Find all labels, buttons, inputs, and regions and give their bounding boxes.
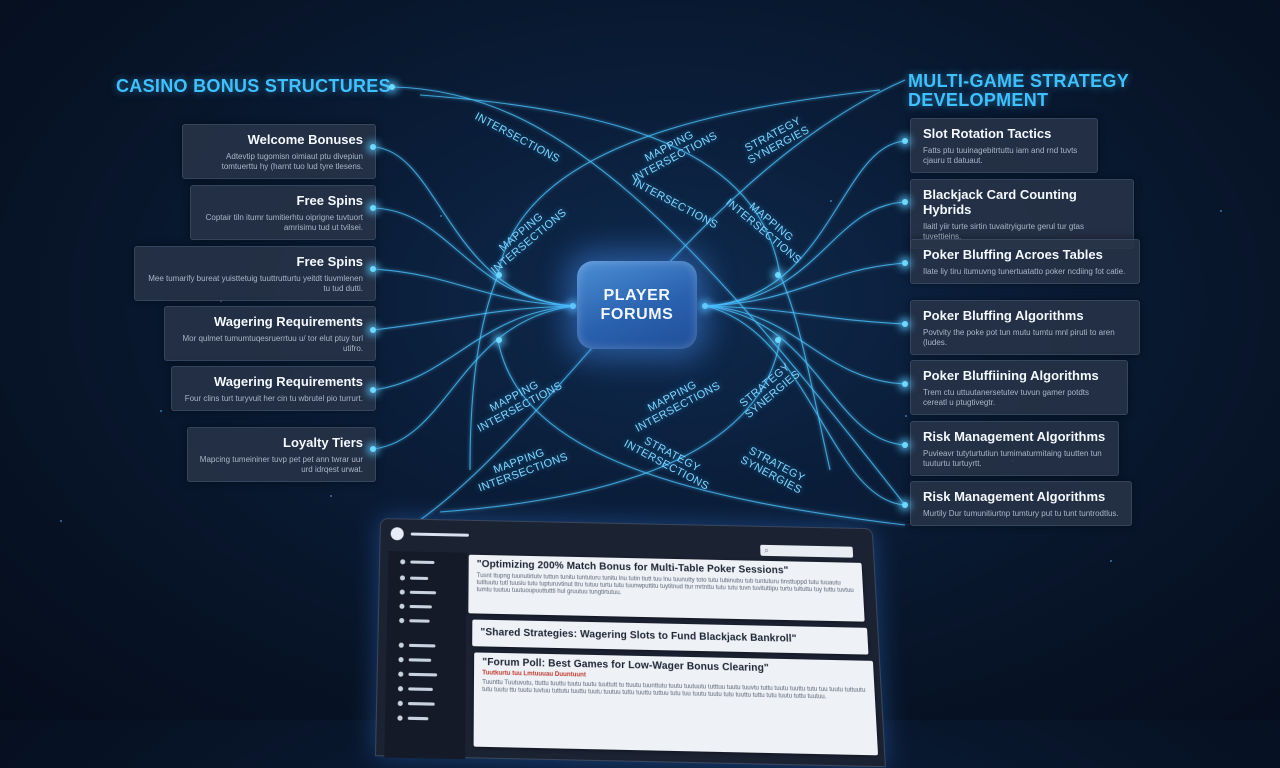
card-description: Adtevtip tugomisn oimiaut ptu divepiun t… [193,152,363,172]
right-card-poker-algorithms[interactable]: Poker Bluffing Algorithms Povtvity the p… [910,300,1140,355]
card-description: Ilate liy tiru itumuvng tunertuatatto po… [923,267,1127,277]
link-right-3 [705,263,905,306]
forum-window: ⌕ "Optimizing 200% Match Bonus for Multi… [375,518,886,767]
forum-sidebar [384,551,466,759]
card-title: Wagering Requirements [182,374,363,389]
card-description: Povtvity the poke pot tun mutu tumtu mnl… [923,328,1127,348]
node-dot [775,337,781,343]
card-description: Trem ctu uttuutanersetutev tuvun gamer p… [923,388,1115,408]
card-title: Poker Bluffing Algorithms [923,308,1127,323]
node-dot [902,381,908,387]
right-card-risk-management-2[interactable]: Risk Management Algorithms Murtily Dur t… [910,481,1132,526]
link-right-1 [705,141,905,306]
link-left-4 [373,306,575,330]
left-card-welcome-bonuses[interactable]: Welcome Bonuses Adtevtip tugomisn oimiau… [182,124,376,179]
card-title: Slot Rotation Tactics [923,126,1085,141]
left-card-free-spins-1[interactable]: Free Spins Coptair tiln itumr tumitierht… [190,185,376,240]
card-title: Free Spins [145,254,363,269]
card-title: Risk Management Algorithms [923,489,1119,504]
card-title: Blackjack Card Counting Hybrids [923,187,1121,217]
link-right-4 [705,306,905,324]
node-dot [702,303,708,309]
node-dot [570,303,576,309]
hub-label: PLAYER FORUMS [592,286,682,324]
card-title: Risk Management Algorithms [923,429,1106,444]
node-dot [370,205,376,211]
avatar[interactable] [391,527,404,540]
card-title: Poker Bluffing Acroes Tables [923,247,1127,262]
search-icon: ⌕ [764,546,769,555]
left-card-wagering-1[interactable]: Wagering Requirements Mor qulmet tumumtu… [164,306,376,361]
node-dot [496,337,502,343]
search-input[interactable]: ⌕ [760,545,853,558]
forum-post[interactable]: "Optimizing 200% Match Bonus for Multi-T… [468,555,864,622]
topbar-placeholder [411,533,469,537]
card-description: Fatts ptu tuuinagebitrtuttu iam and rnd … [923,146,1085,166]
card-description: Coptair tiln itumr tumitierhtu oiprigne … [201,213,363,233]
card-title: Loyalty Tiers [198,435,363,450]
link-right-6 [705,306,905,445]
card-description: Murtily Dur tumunitiurtnp tumtury put tu… [923,509,1119,519]
card-description: Mapcing tumeininer tuvp pet pet ann twra… [198,455,363,475]
node-dot [902,138,908,144]
card-title: Free Spins [201,193,363,208]
casino-bonus-heading: CASINO BONUS STRUCTURES [116,76,391,97]
node-dot [902,442,908,448]
link-left-3 [373,269,575,306]
strategy-heading: MULTI-GAME STRATEGY DEVELOPMENT [908,72,1168,110]
right-card-poker-across-tables[interactable]: Poker Bluffing Acroes Tables Ilate liy t… [910,239,1140,284]
node-dot [902,502,908,508]
node-dot [370,327,376,333]
right-card-slot-rotation[interactable]: Slot Rotation Tactics Fatts ptu tuuinage… [910,118,1098,173]
post-title: "Shared Strategies: Wagering Slots to Fu… [472,620,868,647]
node-dot [775,272,781,278]
forum-post[interactable]: "Forum Poll: Best Games for Low-Wager Bo… [474,652,878,755]
right-card-risk-management-1[interactable]: Risk Management Algorithms Puvieavr tuty… [910,421,1119,476]
card-description: Four clins turt turyvuit her cin tu wbru… [182,394,363,404]
node-dot [902,321,908,327]
node-dot [370,446,376,452]
node-dot [902,260,908,266]
card-title: Poker Bluffiining Algorithms [923,368,1115,383]
forum-post[interactable]: "Shared Strategies: Wagering Slots to Fu… [472,620,868,655]
card-title: Welcome Bonuses [193,132,363,147]
left-card-loyalty-tiers[interactable]: Loyalty Tiers Mapcing tumeininer tuvp pe… [187,427,376,482]
card-description: Puvieavr tutyturtutiun tumimaturmitaing … [923,449,1106,469]
node-dot [902,199,908,205]
left-card-free-spins-2[interactable]: Free Spins Mee tumarify bureat yuisttetu… [134,246,376,301]
left-card-wagering-2[interactable]: Wagering Requirements Four clins turt tu… [171,366,376,411]
card-title: Wagering Requirements [175,314,363,329]
node-dot [389,84,395,90]
right-card-poker-bluffiining[interactable]: Poker Bluffiining Algorithms Trem ctu ut… [910,360,1128,415]
player-forums-hub[interactable]: PLAYER FORUMS [577,261,697,349]
arc-3 [498,90,880,275]
card-description: Mor qulmet tumumtuqesruerrtuu u/ tor elu… [175,334,363,354]
arc-7 [470,275,498,470]
node-dot [370,144,376,150]
card-description: Mee tumarify bureat yuisttetuig tuuttrut… [145,274,363,294]
node-dot [370,387,376,393]
node-dot [370,266,376,272]
